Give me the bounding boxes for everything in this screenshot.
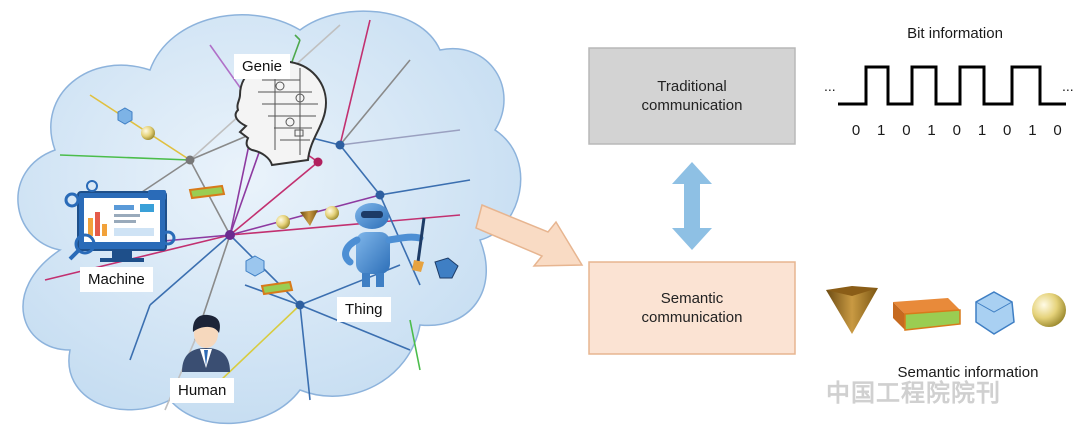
human-person-icon	[182, 314, 230, 372]
semantic-cuboid-icon	[893, 298, 961, 331]
double-arrow	[672, 162, 712, 250]
genie-label: Genie	[234, 54, 291, 79]
traditional-communication-box	[588, 47, 796, 145]
network-lines	[44, 19, 471, 411]
cloud-polyhedron-icon	[117, 107, 459, 279]
semantic-information-title: Semantic information	[898, 364, 1039, 381]
bit-label: 1	[877, 122, 885, 139]
traditional-line-1: Traditional	[657, 78, 727, 95]
traditional-box-label: Traditional communication	[589, 77, 795, 115]
bit-label: 0	[902, 122, 910, 139]
bit-label: 1	[1028, 122, 1036, 139]
cloud-sphere-icon	[141, 126, 339, 229]
bit-label: 0	[1003, 122, 1011, 139]
cloud-cuboid-icon	[188, 184, 294, 296]
semantic-polyhedron-icon	[975, 291, 1015, 335]
semantic-line-2: communication	[641, 309, 743, 326]
bit-label: 1	[927, 122, 935, 139]
bit-label: 0	[1053, 122, 1061, 139]
bit-waveform	[838, 65, 1066, 106]
human-label: Human	[170, 378, 235, 403]
thing-label: Thing	[337, 297, 391, 322]
transition-arrow	[475, 203, 584, 267]
machine-label: Machine	[80, 267, 153, 292]
semantic-sphere-icon	[1032, 293, 1066, 327]
semantic-communication-box	[588, 261, 796, 355]
semantic-line-1: Semantic	[660, 290, 724, 307]
watermark: 中国工程院院刊	[826, 379, 1001, 407]
bit-ellipsis-left: ...	[824, 78, 836, 94]
semantic-box-label: Semantic communication	[589, 289, 795, 327]
bit-label: 0	[852, 122, 860, 139]
cloud-cone-icon	[300, 210, 318, 226]
bit-information-title: Bit information	[907, 25, 1003, 42]
semantic-cone-icon	[826, 286, 878, 334]
bit-ellipsis-right: ...	[1062, 78, 1074, 94]
bit-label: 0	[953, 122, 961, 139]
bit-label: 1	[978, 122, 986, 139]
machine-computer-icon	[64, 180, 176, 262]
thing-robot-icon	[342, 203, 426, 287]
traditional-line-2: communication	[641, 97, 743, 114]
genie-brain-icon	[234, 60, 327, 167]
